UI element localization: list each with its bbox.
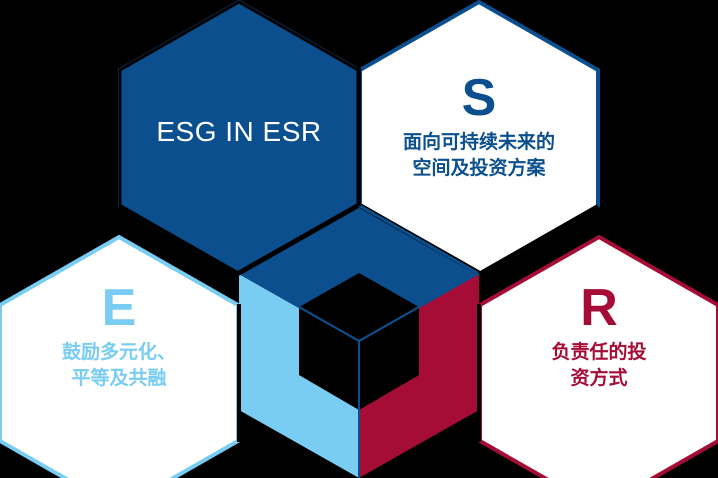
cube-right-face[interactable] (359, 273, 479, 478)
cube-top-face-solid (239, 205, 479, 307)
cube-inner-outline (238, 272, 480, 343)
cube-left-face[interactable] (239, 273, 359, 478)
hexagon-e-shape[interactable] (0, 234, 240, 478)
center-cube (237, 202, 481, 478)
hexagon-r-shape[interactable] (478, 234, 718, 478)
hex-separators (119, 68, 599, 442)
